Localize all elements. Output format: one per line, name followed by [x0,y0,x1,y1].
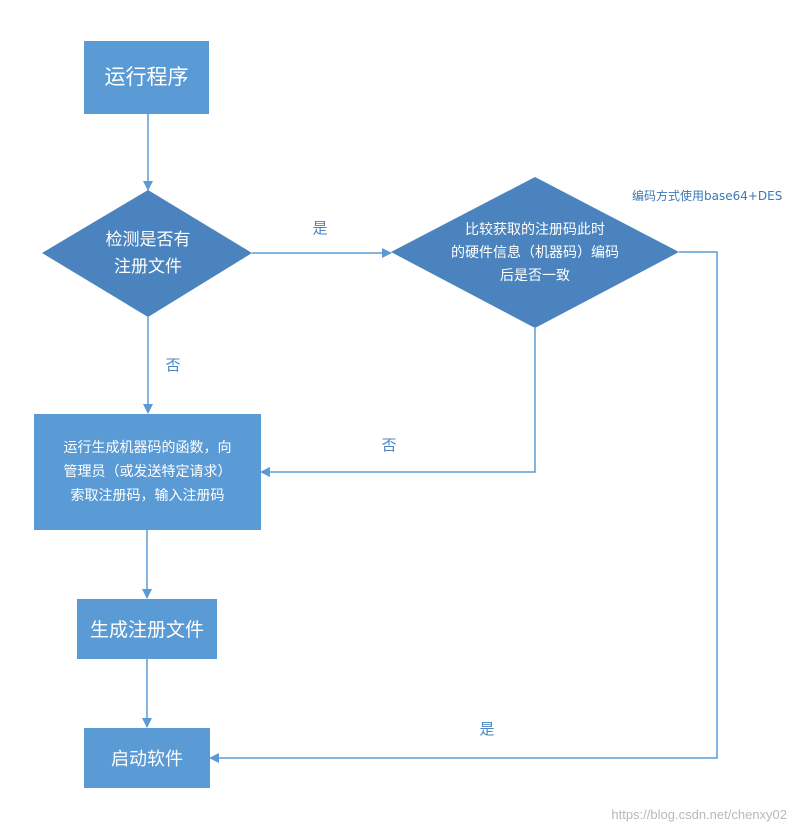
node-launch: 启动软件 [84,728,210,788]
edge-label-check-yes: 是 [312,219,327,237]
node-generate-request-label-line-3: 索取注册码，输入注册码 [71,487,225,504]
node-compare-label-line-1: 比较获取的注册码此时 [465,222,605,238]
node-start-label: 运行程序 [105,65,189,89]
node-check-file-label-line-1: 检测是否有 [106,230,191,250]
node-check-file: 检测是否有 注册文件 [42,190,252,317]
edge-label-compare-yes: 是 [479,720,494,738]
node-compare: 比较获取的注册码此时 的硬件信息（机器码）编码 后是否一致 [391,177,679,328]
edge-compare-yes-to-launch [209,251,718,763]
node-compare-label-line-2: 的硬件信息（机器码）编码 [451,244,619,261]
edge-compare-no-to-generate [260,328,536,477]
node-compare-label-line-3: 后是否一致 [500,268,570,284]
node-generate-request-label-line-1: 运行生成机器码的函数，向 [64,440,232,456]
node-check-file-label-line-2: 注册文件 [114,257,182,277]
encoding-note: 编码方式使用base64+DES [632,188,782,203]
node-create-file-label: 生成注册文件 [90,619,204,641]
node-generate-request-label-line-2: 管理员（或发送特定请求） [64,464,232,480]
node-start: 运行程序 [84,41,209,114]
node-create-file: 生成注册文件 [77,599,217,659]
edge-label-check-no: 否 [165,356,180,374]
node-launch-label: 启动软件 [111,749,183,770]
node-generate-request: 运行生成机器码的函数，向 管理员（或发送特定请求） 索取注册码，输入注册码 [34,414,261,530]
edge-label-compare-no: 否 [381,436,396,454]
watermark: https://blog.csdn.net/chenxy02 [611,807,787,822]
